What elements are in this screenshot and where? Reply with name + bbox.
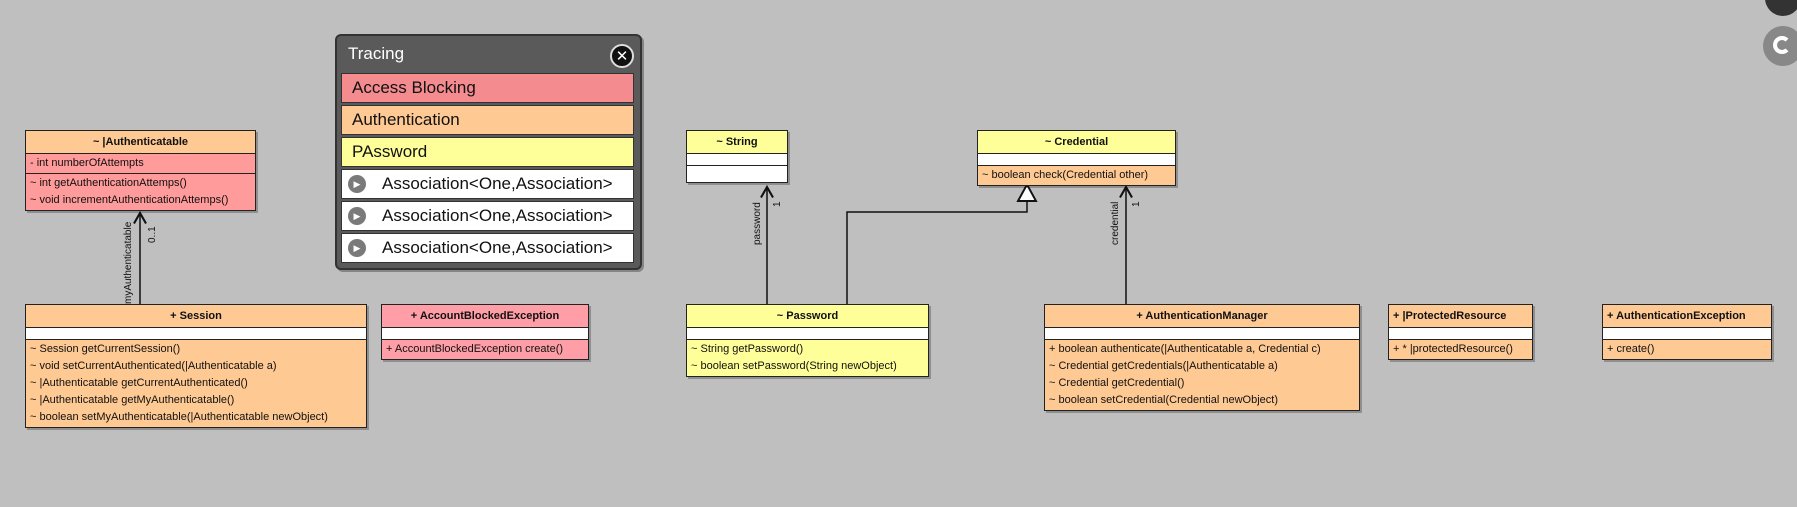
operations-section: + boolean authenticate(|Authenticatable … <box>1045 340 1359 410</box>
class-account-blocked-exception[interactable]: + AccountBlockedException + AccountBlock… <box>381 304 589 360</box>
class-title: ~ String <box>687 131 787 154</box>
class-authentication-exception[interactable]: + AuthenticationException + create() <box>1602 304 1772 360</box>
play-icon[interactable]: ▶ <box>348 175 366 193</box>
operation: ~ |Authenticatable getMyAuthenticatable(… <box>30 394 235 406</box>
attributes-section <box>382 328 588 340</box>
attribute: - int numberOfAttempts <box>30 157 144 169</box>
class-title: + |ProtectedResource <box>1389 305 1532 328</box>
class-title: + Session <box>26 305 366 328</box>
tracing-item-association[interactable]: ▶ Association<One,Association> <box>341 201 634 231</box>
class-credential[interactable]: ~ Credential ~ boolean check(Credential … <box>977 130 1176 186</box>
generalization-password-credential <box>846 186 1027 304</box>
attributes-section <box>26 328 366 340</box>
class-title: ~ |Authenticatable <box>26 131 255 154</box>
refresh-icon[interactable] <box>1763 26 1797 66</box>
class-password[interactable]: ~ Password ~ String getPassword() ~ bool… <box>686 304 929 377</box>
close-icon[interactable]: ✕ <box>610 44 634 68</box>
class-authentication-manager[interactable]: + AuthenticationManager + boolean authen… <box>1044 304 1360 411</box>
association-label: Association<One,Association> <box>382 174 613 193</box>
operation: ~ boolean setMyAuthenticatable(|Authenti… <box>30 411 328 423</box>
mult-one-credential: 1 <box>1131 201 1142 207</box>
operation: ~ Credential getCredential() <box>1049 377 1185 389</box>
operations-section: ~ boolean check(Credential other) <box>978 166 1175 185</box>
association-label: Association<One,Association> <box>382 238 613 257</box>
operations-section <box>687 166 787 182</box>
attributes-section <box>1389 328 1532 340</box>
operation: ~ int getAuthenticationAttemps() <box>30 177 187 189</box>
operation: + boolean authenticate(|Authenticatable … <box>1049 343 1321 355</box>
operations-section: ~ String getPassword() ~ boolean setPass… <box>687 340 928 376</box>
operation: ~ boolean check(Credential other) <box>982 169 1149 181</box>
operations-section: + * |protectedResource() <box>1389 340 1532 359</box>
play-icon[interactable]: ▶ <box>348 207 366 225</box>
class-title: ~ Password <box>687 305 928 328</box>
mult-one-string: 1 <box>772 201 783 207</box>
operation: ~ Session getCurrentSession() <box>30 343 181 355</box>
operation: + * |protectedResource() <box>1393 343 1513 355</box>
operation: ~ void setCurrentAuthenticated(|Authenti… <box>30 360 277 372</box>
tracing-item-association[interactable]: ▶ Association<One,Association> <box>341 169 634 199</box>
operations-section: + create() <box>1603 340 1771 359</box>
operations-section: ~ int getAuthenticationAttemps() ~ void … <box>26 174 255 210</box>
class-protected-resource[interactable]: + |ProtectedResource + * |protectedResou… <box>1388 304 1533 360</box>
class-string[interactable]: ~ String <box>686 130 788 183</box>
operation: ~ Credential getCredentials(|Authenticat… <box>1049 360 1278 372</box>
role-myauthenticatable: myAuthenticatable <box>123 221 134 304</box>
play-icon[interactable]: ▶ <box>348 239 366 257</box>
operations-section: ~ Session getCurrentSession() ~ void set… <box>26 340 366 427</box>
tracing-item-access-blocking[interactable]: Access Blocking <box>341 73 634 103</box>
tracing-item-authentication[interactable]: Authentication <box>341 105 634 135</box>
operation: ~ boolean setCredential(Credential newOb… <box>1049 394 1278 406</box>
role-credential: credential <box>1110 202 1121 245</box>
attributes-section <box>687 328 928 340</box>
tracing-item-association[interactable]: ▶ Association<One,Association> <box>341 233 634 263</box>
tracing-item-password[interactable]: PAssword <box>341 137 634 167</box>
class-title: + AuthenticationException <box>1603 305 1771 328</box>
mult-zero-one: 0..1 <box>147 226 158 243</box>
class-title: + AccountBlockedException <box>382 305 588 328</box>
attributes-section <box>1045 328 1359 340</box>
operation: ~ String getPassword() <box>691 343 804 355</box>
tracing-panel[interactable]: Tracing ✕ Access Blocking Authentication… <box>335 34 642 270</box>
attributes-section <box>1603 328 1771 340</box>
operation: + AccountBlockedException create() <box>386 343 564 355</box>
association-label: Association<One,Association> <box>382 206 613 225</box>
role-password: password <box>752 202 763 245</box>
operation: ~ void incrementAuthenticationAttemps() <box>30 194 229 206</box>
operation: ~ boolean setPassword(String newObject) <box>691 360 897 372</box>
class-title: ~ Credential <box>978 131 1175 154</box>
attributes-section <box>687 154 787 166</box>
class-title: + AuthenticationManager <box>1045 305 1359 328</box>
operations-section: + AccountBlockedException create() <box>382 340 588 359</box>
operation: + create() <box>1607 343 1655 355</box>
edge-control-button[interactable] <box>1765 0 1797 16</box>
class-session[interactable]: + Session ~ Session getCurrentSession() … <box>25 304 367 428</box>
attributes-section: - int numberOfAttempts <box>26 154 255 174</box>
attributes-section <box>978 154 1175 166</box>
class-authenticatable[interactable]: ~ |Authenticatable - int numberOfAttempt… <box>25 130 256 211</box>
operation: ~ |Authenticatable getCurrentAuthenticat… <box>30 377 248 389</box>
tracing-title: Tracing <box>348 44 405 63</box>
